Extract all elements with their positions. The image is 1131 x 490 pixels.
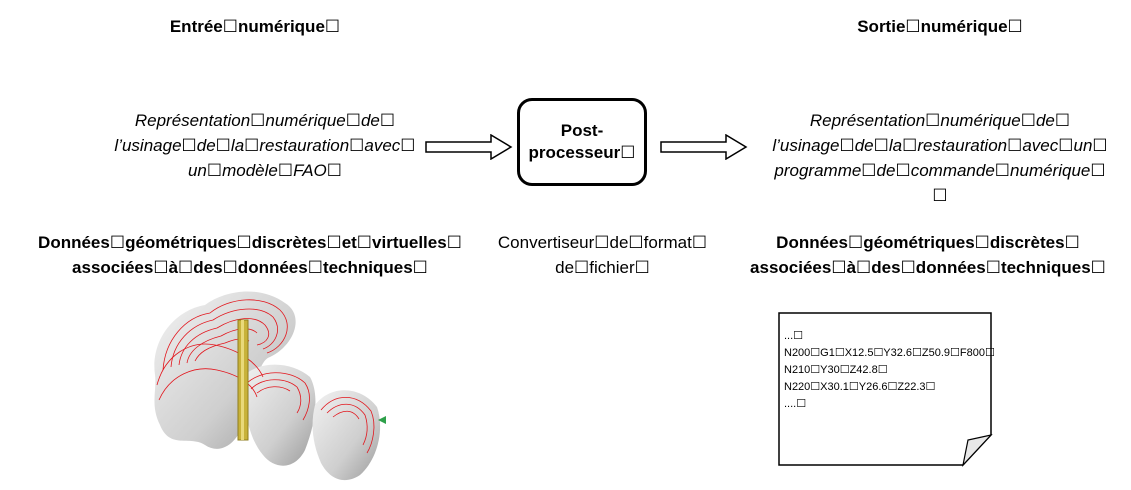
post-processor-label-line-1: Post- [560, 121, 604, 140]
gcode-line: N220☐X30.1☐Y26.6☐Z22.3☐ [784, 381, 936, 393]
output-title: Sortie☐numérique☐ [857, 17, 1023, 36]
input-description-line-3: un☐modèle☐FAO☐ [187, 161, 343, 180]
input-description-line-2: l’usinage☐de☐la☐restauration☐avec☐ [114, 136, 416, 155]
gcode-listing: ...☐ N200☐G1☐X12.5☐Y32.6☐Z50.9☐F800☐ N21… [784, 328, 995, 413]
input-data-label-line-2: associées☐à☐des☐données☐techniques☐ [72, 258, 428, 277]
output-data-label-line-1: Données☐géométriques☐discrètes☐ [776, 233, 1080, 252]
output-description-line-1: Représentation☐numérique☐de☐ [809, 111, 1071, 130]
gcode-line: N200☐G1☐X12.5☐Y32.6☐Z50.9☐F800☐ [784, 347, 995, 359]
gcode-document-icon [778, 312, 993, 467]
input-description: Représentation☐numérique☐de☐ l’usinage☐d… [95, 108, 435, 183]
output-description-line-3: programme☐de☐commande☐numérique☐ [774, 161, 1106, 180]
converter-label-line-2: de☐fichier☐ [555, 258, 650, 277]
gcode-line: ....☐ [784, 398, 807, 410]
gcode-line: N210☐Y30☐Z42.8☐ [784, 364, 888, 376]
output-data-label-line-2: associées☐à☐des☐données☐techniques☐ [750, 258, 1106, 277]
gcode-line: ...☐ [784, 330, 804, 342]
converter-label: Convertiseur☐de☐format☐ de☐fichier☐ [475, 230, 730, 280]
input-data-label: Données☐géométriques☐discrètes☐et☐virtue… [0, 230, 500, 280]
input-data-label-line-1: Données☐géométriques☐discrètes☐et☐virtue… [38, 233, 462, 252]
input-description-line-1: Représentation☐numérique☐de☐ [134, 111, 396, 130]
output-description: Représentation☐numérique☐de☐ l’usinage☐d… [745, 108, 1131, 208]
arrow-right-icon [660, 134, 748, 160]
converter-label-line-1: Convertiseur☐de☐format☐ [497, 233, 708, 252]
arrow-right-icon [425, 134, 513, 160]
post-processor-label-line-2: processeur☐ [528, 143, 636, 162]
output-description-line-4: ☐ [932, 186, 948, 205]
post-processor-box: Post- processeur☐ [517, 98, 647, 186]
input-title: Entrée☐numérique☐ [169, 17, 341, 36]
output-description-line-2: l’usinage☐de☐la☐restauration☐avec☐un☐ [772, 136, 1108, 155]
output-data-label: Données☐géométriques☐discrètes☐ associée… [718, 230, 1131, 280]
cam-model-image [154, 291, 386, 481]
